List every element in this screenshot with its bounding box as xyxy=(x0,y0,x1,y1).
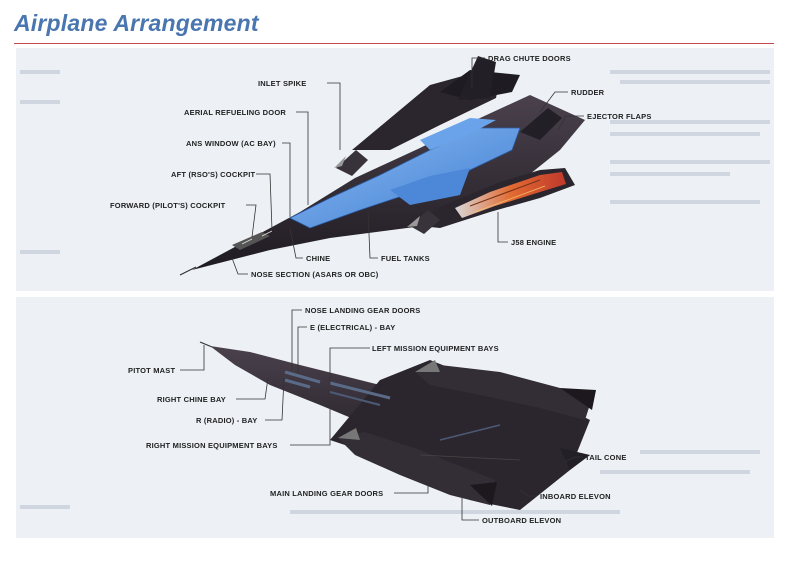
label-outboard-elevon: OUTBOARD ELEVON xyxy=(482,516,561,525)
label-nose-section: NOSE SECTION (ASARS OR OBC) xyxy=(251,270,379,279)
label-inlet-spike: INLET SPIKE xyxy=(258,79,306,88)
faded-background-text xyxy=(20,70,770,514)
bottom-aircraft-underside xyxy=(199,341,596,510)
label-rudder: RUDDER xyxy=(571,88,605,97)
label-aft-cockpit: AFT (RSO'S) COCKPIT xyxy=(171,170,256,179)
label-main-landing-gear-doors: MAIN LANDING GEAR DOORS xyxy=(270,489,383,498)
label-tail-cone: TAIL CONE xyxy=(585,453,627,462)
bottom-leader-lines xyxy=(180,309,582,521)
top-aircraft-cutaway xyxy=(179,56,585,276)
label-e-bay: E (ELECTRICAL) - BAY xyxy=(310,323,395,332)
label-inboard-elevon: INBOARD ELEVON xyxy=(540,492,611,501)
label-chine: CHINE xyxy=(306,254,330,263)
label-left-mission-bays: LEFT MISSION EQUIPMENT BAYS xyxy=(372,344,499,353)
label-forward-cockpit: FORWARD (PILOT'S) COCKPIT xyxy=(110,201,226,210)
label-drag-chute-doors: DRAG CHUTE DOORS xyxy=(488,54,571,63)
label-ejector-flaps: EJECTOR FLAPS xyxy=(587,112,652,121)
label-right-mission-bays: RIGHT MISSION EQUIPMENT BAYS xyxy=(146,441,278,450)
top-labels: DRAG CHUTE DOORS INLET SPIKE RUDDER AERI… xyxy=(110,54,652,279)
label-j58-engine: J58 ENGINE xyxy=(511,238,556,247)
label-fuel-tanks: FUEL TANKS xyxy=(381,254,430,263)
label-ans-window: ANS WINDOW (AC BAY) xyxy=(186,139,276,148)
top-leader-lines xyxy=(231,57,584,275)
page-title: Airplane Arrangement xyxy=(14,10,259,36)
label-right-chine-bay: RIGHT CHINE BAY xyxy=(157,395,226,404)
label-r-bay: R (RADIO) - BAY xyxy=(196,416,257,425)
bottom-labels: NOSE LANDING GEAR DOORS E (ELECTRICAL) -… xyxy=(128,306,627,525)
label-aerial-refueling-door: AERIAL REFUELING DOOR xyxy=(184,108,286,117)
label-pitot-mast: PITOT MAST xyxy=(128,366,175,375)
label-nose-landing-gear-doors: NOSE LANDING GEAR DOORS xyxy=(305,306,420,315)
title-divider xyxy=(14,43,774,44)
